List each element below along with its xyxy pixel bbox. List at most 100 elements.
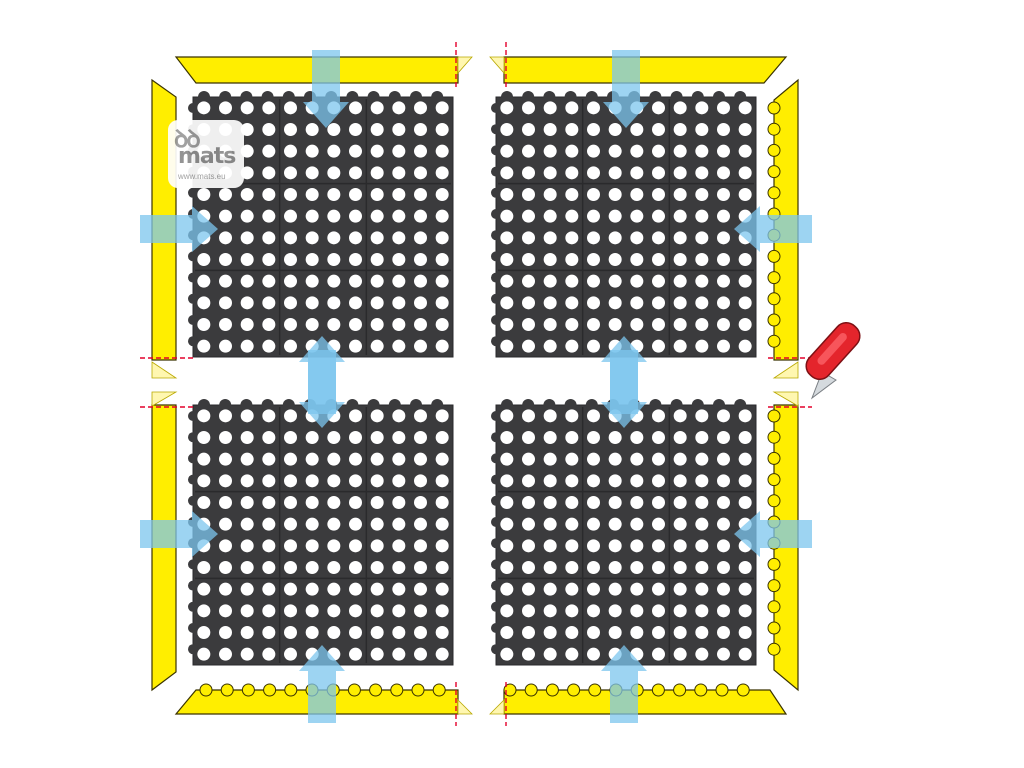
tile-hole (565, 166, 579, 180)
tile-hole (738, 296, 752, 310)
tile-connector-bump (188, 187, 198, 198)
tile-hole (673, 231, 687, 245)
tile-hole (305, 452, 319, 466)
tile-connector-bump (501, 399, 513, 411)
tile-hole (695, 496, 709, 509)
tile-connector-bump (522, 399, 535, 411)
tile-hole (522, 296, 535, 310)
tile-hole (717, 431, 730, 444)
tile-hole (305, 561, 319, 574)
tile-connector-bump (188, 103, 198, 113)
tile-hole (587, 123, 600, 136)
tile-hole (717, 539, 730, 553)
tile-connector-bump (491, 166, 501, 177)
tile-hole (587, 452, 600, 466)
tile-hole (500, 561, 514, 574)
tile-hole (587, 318, 600, 331)
tile-hole (240, 517, 254, 531)
tile-connector-bump (491, 145, 501, 156)
tile-hole (630, 209, 644, 223)
tile-hole (327, 517, 341, 531)
tile-connector-bump (491, 293, 501, 304)
tile-hole (349, 431, 362, 444)
tile-hole (673, 144, 687, 158)
tile-hole (717, 474, 730, 488)
tile-hole (240, 296, 254, 310)
tile-hole (522, 561, 535, 574)
tile-hole (219, 253, 232, 266)
assembly-arrows (140, 50, 812, 723)
tile-hole (543, 474, 557, 488)
tile-hole (197, 496, 211, 509)
tile-hole (219, 409, 232, 423)
tile-hole (587, 409, 600, 423)
tile-hole (262, 582, 276, 596)
ramp-connector (199, 683, 213, 697)
tile-hole (219, 296, 232, 310)
tile-hole (262, 409, 276, 423)
tile-hole (327, 253, 341, 266)
tile-hole (652, 296, 665, 310)
tile-hole (543, 452, 557, 466)
tile-hole (500, 209, 514, 223)
tile-hole (435, 604, 449, 618)
tile-hole (370, 209, 384, 223)
tile-hole (608, 517, 622, 531)
tile-hole (392, 647, 406, 661)
tile-hole (630, 452, 644, 466)
tile-connector-bump (713, 91, 725, 103)
tile-hole (652, 188, 665, 201)
tile-hole (219, 274, 232, 288)
tile-hole (305, 431, 319, 444)
tile-hole (262, 452, 276, 466)
tile-hole (565, 561, 579, 574)
tile-hole (695, 123, 709, 136)
ramp-connector (369, 683, 383, 697)
tile-hole (240, 626, 254, 639)
ramp-offcut (151, 361, 178, 379)
tile-hole (500, 604, 514, 618)
tile-hole (370, 144, 384, 158)
tile-hole (717, 166, 730, 180)
tile-hole (262, 101, 276, 115)
tile-hole (500, 231, 514, 245)
tile-hole (349, 231, 362, 245)
tile-hole (392, 318, 406, 331)
ramp-connector (767, 557, 781, 571)
tile-hole (392, 101, 406, 115)
tile-hole (392, 561, 406, 574)
tile-hole (305, 582, 319, 596)
tile-connector-bump (188, 474, 198, 485)
tile-hole (673, 339, 687, 353)
tile-connector-bump (188, 559, 198, 570)
tile-hole (543, 231, 557, 245)
tile-hole (587, 647, 600, 661)
tile-hole (522, 101, 535, 115)
tile-body (495, 96, 757, 358)
tile-hole (565, 123, 579, 136)
tile-connector-bump (691, 91, 704, 103)
tile-hole (587, 539, 600, 553)
tile-hole (608, 209, 622, 223)
tile-hole (652, 604, 665, 618)
tile-hole (370, 431, 384, 444)
tile-hole (370, 517, 384, 531)
tile-hole (543, 517, 557, 531)
tile-hole (522, 604, 535, 618)
ramp-connector (767, 473, 781, 487)
tile-hole (305, 517, 319, 531)
tile-hole (305, 474, 319, 488)
tile-hole (435, 582, 449, 596)
tile-hole (543, 101, 557, 115)
tile-connector-bump (691, 399, 704, 411)
tile-hole (500, 431, 514, 444)
tile-connector-bump (282, 91, 295, 103)
tile-hole (500, 539, 514, 553)
tile-connector-bump (367, 91, 380, 103)
tile-hole (673, 188, 687, 201)
tile-hole (414, 144, 427, 158)
tile-hole (695, 339, 709, 353)
tile-hole (240, 561, 254, 574)
tile-hole (197, 604, 211, 618)
tile-hole (587, 144, 600, 158)
